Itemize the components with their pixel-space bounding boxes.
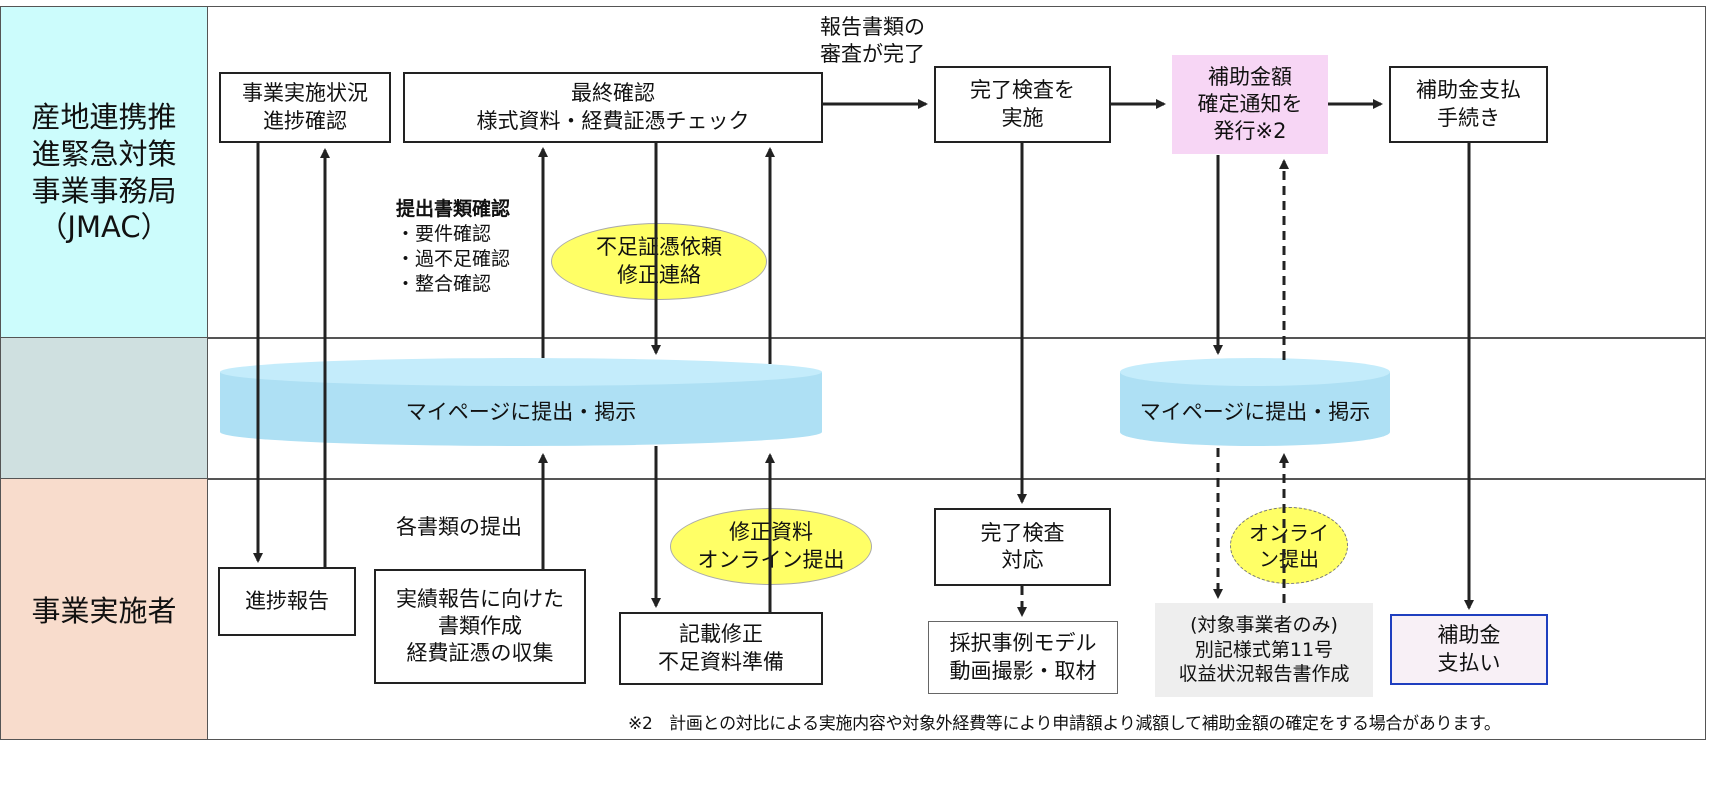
label-submission-check-item-3: ・整合確認 [396,273,492,296]
ellipse-shortage-line-1: 不足証憑依頼 [596,235,722,260]
lane-business: 事業実施者 [0,478,1706,740]
cylinder-right-label: マイページに提出・掲示 [1139,400,1371,424]
footnote: ※2 計画との対比による実施内容や対象外経費等により申請額より減額して補助金額の… [628,714,1501,734]
label-submission-check-item-1: ・要件確認 [396,223,492,246]
box-inspection-response-line-2: 対応 [1001,548,1044,572]
label-submission-check: 提出書類確認 ・要件確認 ・過不足確認 ・整合確認 [396,197,510,297]
box-inspection-response-line-1: 完了検査 [980,520,1065,545]
lane-jmac: 産地連携推 進緊急対策 事業事務局 （JMAC） [0,6,1706,339]
label-submit-documents: 各書類の提出 [396,515,522,539]
box-document-prep-line-3: 経費証憑の収集 [406,641,554,666]
ellipse-online-line-1: オンライ [1249,520,1329,545]
lane-mypage [0,337,1706,480]
box-payment-procedure-line-2: 手続き [1437,105,1500,130]
box-progress-check-line-2: 進捗確認 [263,108,347,133]
box-income-report: (対象事業者のみ) 別記様式第11号 収益状況報告書作成 [1155,603,1373,697]
box-case-model-line-2: 動画撮影・取材 [949,658,1097,683]
lane-business-header: 事業実施者 [1,479,208,739]
box-subsidy-payment: 補助金 支払い [1390,614,1548,685]
box-payment-procedure-line-1: 補助金支払 [1416,78,1521,103]
box-final-check-line-2: 様式資料・経費証憑チェック [476,108,750,133]
box-inspection-response: 完了検査 対応 [934,508,1111,586]
box-income-report-line-2: 別記様式第11号 [1194,638,1334,661]
box-progress-check-line-1: 事業実施状況 [242,81,368,106]
box-revision-prep: 記載修正 不足資料準備 [619,612,823,685]
box-completion-inspection: 完了検査を 実施 [934,66,1111,143]
box-subsidy-payment-line-1: 補助金 [1437,623,1501,648]
box-subsidy-notice-line-1: 補助金額 [1208,64,1292,89]
box-revision-prep-line-1: 記載修正 [679,622,763,647]
box-completion-line-1: 完了検査を [970,78,1075,103]
label-review-complete-line-1: 報告書類の [820,15,925,39]
box-income-report-line-3: 収益状況報告書作成 [1178,663,1350,686]
label-review-complete-line-2: 審査が完了 [820,42,925,67]
lane-jmac-line-1: 産地連携推 [31,99,177,134]
box-subsidy-payment-line-2: 支払い [1437,650,1501,675]
box-final-check-line-1: 最終確認 [571,81,655,106]
box-document-prep-line-1: 実績報告に向けた [396,586,564,611]
box-subsidy-notice-line-2: 確定通知を [1197,91,1303,116]
box-case-model-line-1: 採択事例モデル [949,631,1097,656]
box-income-report-line-1: (対象事業者のみ) [1190,613,1338,636]
cylinder-right [1120,358,1390,446]
box-completion-line-2: 実施 [1001,105,1044,130]
label-submission-check-title: 提出書類確認 [396,198,511,220]
ellipse-shortage-request: 不足証憑依頼 修正連絡 [551,223,767,300]
label-submission-check-item-2: ・過不足確認 [396,248,511,271]
box-revision-prep-line-2: 不足資料準備 [658,649,784,674]
lane-jmac-header: 産地連携推 進緊急対策 事業事務局 （JMAC） [1,7,208,338]
box-case-model: 採択事例モデル 動画撮影・取材 [928,621,1118,694]
lane-business-label: 事業実施者 [31,594,177,628]
ellipse-online-line-2: ン提出 [1259,546,1319,571]
lane-mypage-header [1,338,208,479]
cylinder-left [220,358,822,446]
lane-jmac-line-4: （JMAC） [38,210,170,245]
box-progress-report: 進捗報告 [218,567,356,636]
ellipse-shortage-line-2: 修正連絡 [617,262,701,287]
box-subsidy-notice: 補助金額 確定通知を 発行※2 [1172,55,1328,154]
box-final-check: 最終確認 様式資料・経費証憑チェック [403,72,823,143]
box-progress-check: 事業実施状況 進捗確認 [219,72,391,143]
cylinder-left-label: マイページに提出・掲示 [405,400,637,424]
box-document-prep: 実績報告に向けた 書類作成 経費証憑の収集 [374,569,586,684]
ellipse-online-submit: オンライ ン提出 [1230,507,1348,584]
box-progress-report-line-1: 進捗報告 [245,588,329,613]
box-payment-procedure: 補助金支払 手続き [1389,66,1548,143]
box-document-prep-line-2: 書類作成 [438,613,522,638]
label-review-complete: 報告書類の 審査が完了 [820,14,925,69]
lane-jmac-line-3: 事業事務局 [31,173,177,208]
box-subsidy-notice-line-3: 発行※2 [1213,119,1287,144]
lane-jmac-line-2: 進緊急対策 [31,136,177,171]
